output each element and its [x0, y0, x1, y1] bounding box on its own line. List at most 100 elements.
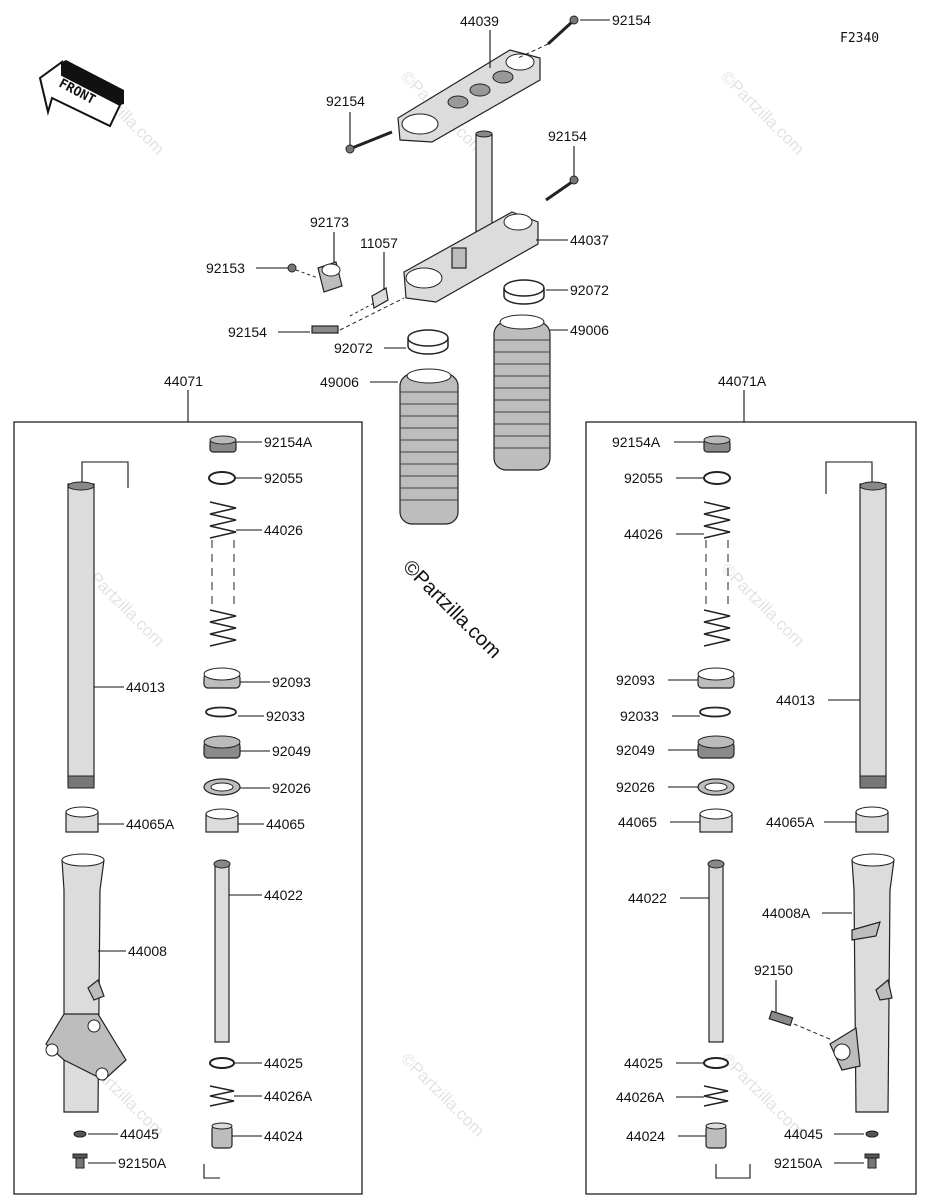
- piece-44024-right: [705, 1122, 751, 1179]
- label-92154-top: 92154: [612, 12, 651, 28]
- bolt-92150a-left: [72, 1153, 88, 1169]
- label-49006-left: 49006: [320, 374, 359, 390]
- cap-bolt-92154a-right: [703, 435, 731, 453]
- washer-92026-right: [697, 778, 735, 796]
- center-watermark: ©Partzilla.com: [398, 556, 505, 663]
- steering-stem: [475, 130, 493, 253]
- o-ring-92055-left: [208, 471, 236, 485]
- spring-44026-right: [703, 501, 731, 647]
- label-right-44024: 44024: [626, 1128, 665, 1144]
- watermark-5: ©Partzilla.com: [717, 559, 808, 650]
- label-right-92150a: 92150A: [774, 1155, 823, 1171]
- label-left-44008: 44008: [128, 943, 167, 959]
- ring-44025-left: [209, 1057, 235, 1069]
- label-left-44065a: 44065A: [126, 816, 175, 832]
- label-left-92154a: 92154A: [264, 434, 313, 450]
- plate-11057: [349, 287, 389, 317]
- lower-bracket-44037: [403, 211, 539, 303]
- damper-rod-44022-left: [213, 859, 231, 1043]
- left-group-title: 44071: [164, 373, 203, 389]
- outer-slider-44008a-right: [829, 853, 895, 1113]
- label-left-44026: 44026: [264, 522, 303, 538]
- right-group-title: 44071A: [718, 373, 767, 389]
- label-left-44024: 44024: [264, 1128, 303, 1144]
- label-92173: 92173: [310, 214, 349, 230]
- label-right-44025: 44025: [624, 1055, 663, 1071]
- label-92153: 92153: [206, 260, 245, 276]
- cap-bolt-92154a-left: [209, 435, 237, 453]
- label-left-92093: 92093: [272, 674, 311, 690]
- clip-92033-right: [699, 706, 731, 718]
- bolt-92154-top: [546, 15, 579, 46]
- upper-bracket-44039: [397, 49, 541, 143]
- label-left-92033: 92033: [266, 708, 305, 724]
- clamp-92173: [317, 261, 343, 293]
- bushing-44065-right: [699, 808, 733, 833]
- label-11057: 11057: [360, 235, 398, 251]
- label-left-92026: 92026: [272, 780, 311, 796]
- label-left-44022: 44022: [264, 887, 303, 903]
- front-arrow-icon: FRONT: [38, 60, 124, 128]
- bolt-92154-right: [545, 175, 579, 202]
- label-left-44065: 44065: [266, 816, 305, 832]
- spring-44026a-right: [703, 1085, 729, 1107]
- label-left-44026a: 44026A: [264, 1088, 313, 1104]
- label-44037: 44037: [570, 232, 609, 248]
- screw-92153: [287, 263, 319, 279]
- label-right-44013: 44013: [776, 692, 815, 708]
- label-right-44026: 44026: [624, 526, 663, 542]
- oil-seal-92049-right: [697, 735, 735, 759]
- label-right-92049: 92049: [616, 742, 655, 758]
- band-clamp-92072-left: [407, 329, 449, 355]
- inner-tube-44013-right: [825, 461, 887, 789]
- bolt-92150-right: [768, 1010, 833, 1041]
- label-92072-right: 92072: [570, 282, 609, 298]
- outer-slider-44008-left: [45, 853, 127, 1113]
- washer-92026-left: [203, 778, 241, 796]
- label-92154-low: 92154: [228, 324, 267, 340]
- clip-92033-left: [205, 706, 237, 718]
- label-92154-right: 92154: [548, 128, 587, 144]
- label-92154-left: 92154: [326, 93, 365, 109]
- bushing-44065-left: [205, 808, 239, 833]
- band-clamp-92072-right: [503, 279, 545, 305]
- seal-92093-right: [697, 667, 735, 689]
- bushing-44065a-left: [65, 806, 99, 833]
- label-right-92150: 92150: [754, 962, 793, 978]
- label-right-44008a: 44008A: [762, 905, 811, 921]
- spring-44026-left: [209, 501, 237, 647]
- label-right-44045: 44045: [784, 1126, 823, 1142]
- label-left-44045: 44045: [120, 1126, 159, 1142]
- label-49006-right: 49006: [570, 322, 609, 338]
- label-left-44013: 44013: [126, 679, 165, 695]
- watermark-7: ©Partzilla.com: [397, 1049, 488, 1140]
- bolt-92154-left: [345, 130, 393, 154]
- label-right-44065a: 44065A: [766, 814, 815, 830]
- diagram-code: F2340: [840, 31, 879, 46]
- label-left-92049: 92049: [272, 743, 311, 759]
- label-right-92055: 92055: [624, 470, 663, 486]
- label-right-44026a: 44026A: [616, 1089, 665, 1105]
- ring-44025-right: [703, 1057, 729, 1069]
- right-group-box: [585, 421, 917, 1195]
- label-right-44065: 44065: [618, 814, 657, 830]
- label-left-92150a: 92150A: [118, 1155, 167, 1171]
- fork-boot-49006-left: [399, 368, 459, 525]
- o-ring-92055-right: [703, 471, 731, 485]
- fork-boot-49006-right: [493, 314, 551, 471]
- seal-92093-left: [203, 667, 241, 689]
- watermark-3: ©Partzilla.com: [717, 67, 808, 158]
- label-right-92154a: 92154A: [612, 434, 661, 450]
- piece-44024-left: [203, 1122, 233, 1179]
- guide-92154-top: [517, 43, 549, 59]
- washer-44045-left: [73, 1130, 87, 1138]
- spring-44026a-left: [209, 1085, 235, 1107]
- bushing-44065a-right: [855, 806, 889, 833]
- washer-44045-right: [865, 1130, 879, 1138]
- label-44039: 44039: [460, 13, 499, 29]
- label-right-92026: 92026: [616, 779, 655, 795]
- label-92072-left: 92072: [334, 340, 373, 356]
- label-left-92055: 92055: [264, 470, 303, 486]
- oil-seal-92049-left: [203, 735, 241, 759]
